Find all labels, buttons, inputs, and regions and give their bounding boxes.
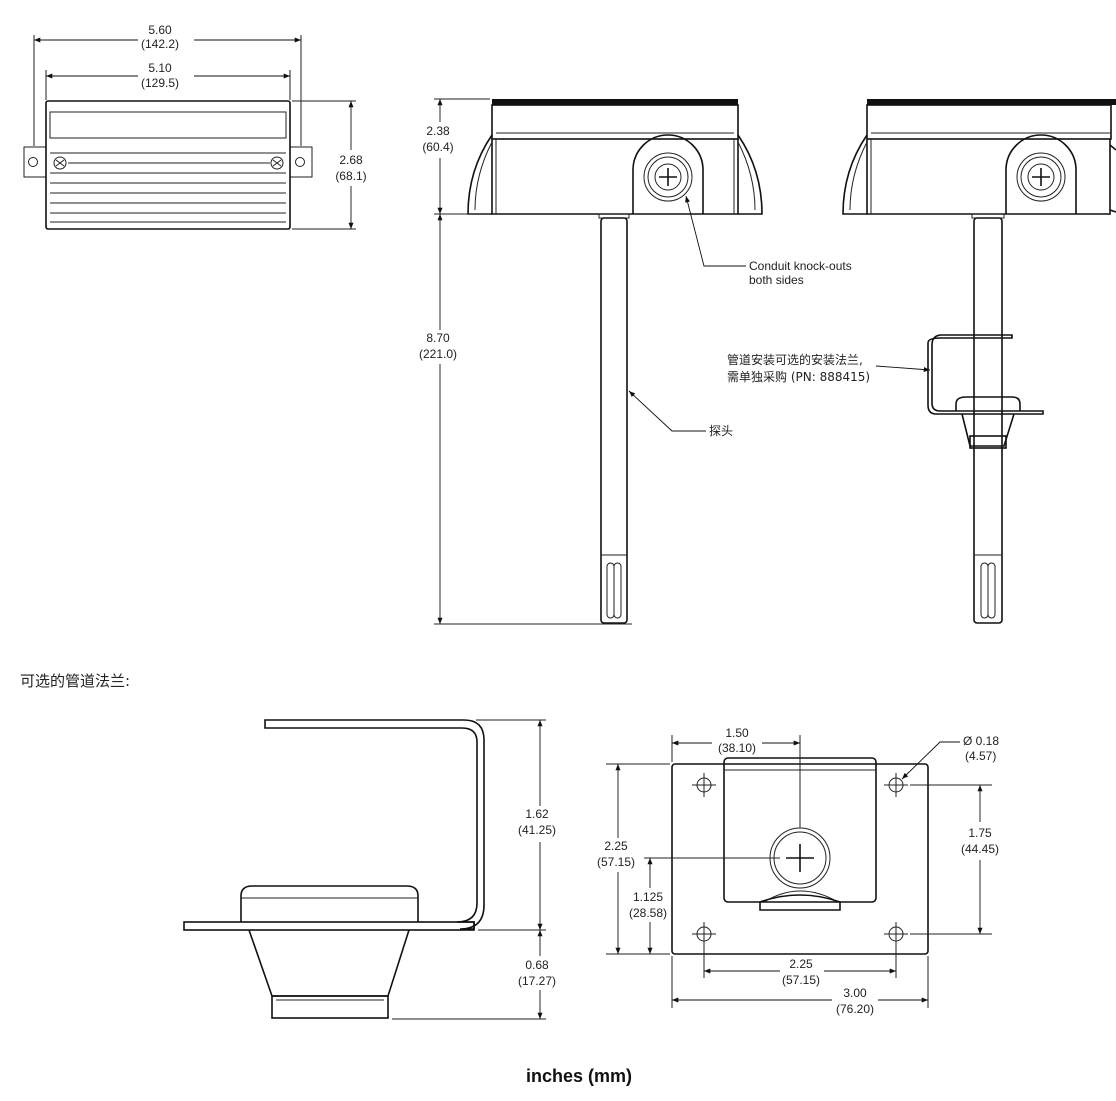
front-view: 5.60 (142.2) 5.10 (129.5) 2.68 (68.1)	[23, 23, 367, 230]
overall-width-in: 5.60	[148, 23, 172, 37]
conduit-plug-icon	[1027, 163, 1055, 191]
flange-hole-vert-in: 1.75	[968, 826, 992, 840]
hole-marker-icon	[884, 773, 908, 797]
screw-icon	[270, 156, 284, 170]
side-view-with-flange: 管道安装可选的安装法兰, 需单独采购 (PN: 888415)	[727, 99, 1116, 624]
conduit-plug-icon	[654, 163, 682, 191]
flange-top-spacing-mm: (38.10)	[718, 741, 756, 755]
flange-width-mm: (76.20)	[836, 1002, 874, 1016]
flange-side-view: 1.62 (41.25) 0.68 (17.27)	[183, 719, 556, 1020]
flange-hole-horiz-mm: (57.15)	[782, 973, 820, 987]
flange-height-in: 1.62	[525, 807, 549, 821]
housing-height-in: 2.38	[426, 124, 450, 138]
hole-diameter-mm: (4.57)	[965, 749, 996, 763]
housing-width-mm: (129.5)	[141, 76, 179, 90]
hole-marker-icon	[692, 922, 716, 946]
flange-top-view: 1.50 (38.10) Ø 0.18 (4.57) 2.25 (57.15) …	[597, 726, 999, 1016]
flange-height-mm: (41.25)	[518, 823, 556, 837]
probe-length-in: 8.70	[426, 331, 450, 345]
flange-center-in: 1.125	[633, 890, 663, 904]
screw-icon	[53, 156, 67, 170]
flange-callout-line2: 需单独采购 (PN: 888415)	[727, 369, 870, 384]
conduit-callout-line2: both sides	[749, 273, 804, 287]
flange-top-spacing-in: 1.50	[725, 726, 749, 740]
hole-marker-icon	[884, 922, 908, 946]
flange-center-mm: (28.58)	[629, 906, 667, 920]
probe-length-mm: (221.0)	[419, 347, 457, 361]
flange-hole-vert-mm: (44.45)	[961, 842, 999, 856]
hole-marker-icon	[692, 773, 716, 797]
front-height-mm: (68.1)	[335, 169, 366, 183]
flange-width-in: 3.00	[843, 986, 867, 1000]
conduit-callout-line1: Conduit knock-outs	[749, 259, 852, 273]
side-view: 2.38 (60.4) 8.70 (221.0) Conduit knock-o…	[419, 98, 852, 625]
housing-height-mm: (60.4)	[422, 140, 453, 154]
flange-collar-mm: (17.27)	[518, 974, 556, 988]
hole-diameter-in: Ø 0.18	[963, 734, 999, 748]
flange-hole-horiz-in: 2.25	[789, 957, 813, 971]
flange-collar-in: 0.68	[525, 958, 549, 972]
flange-height-total-in: 2.25	[604, 839, 628, 853]
flange-callout-line1: 管道安装可选的安装法兰,	[727, 352, 863, 367]
housing-width-in: 5.10	[148, 61, 172, 75]
probe-callout: 探头	[709, 424, 733, 438]
overall-width-mm: (142.2)	[141, 37, 179, 51]
units-label: inches (mm)	[526, 1066, 632, 1086]
front-ribs	[50, 152, 286, 223]
center-cross-icon	[786, 844, 814, 872]
section-title: 可选的管道法兰:	[20, 672, 130, 690]
flange-height-total-mm: (57.15)	[597, 855, 635, 869]
front-height-in: 2.68	[339, 153, 363, 167]
